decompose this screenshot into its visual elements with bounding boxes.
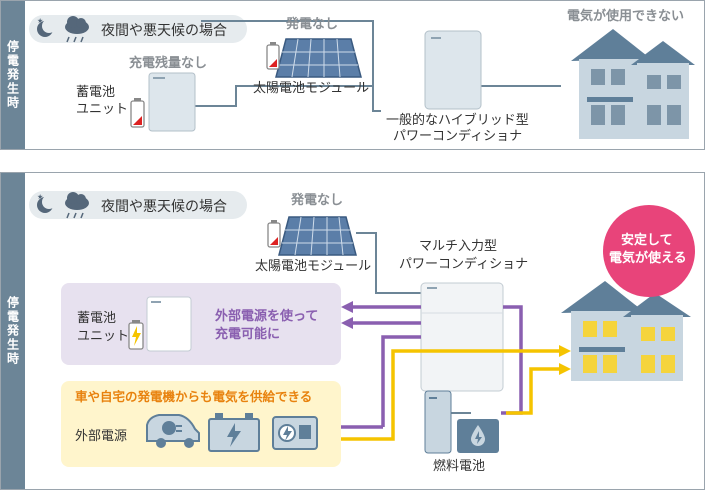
bottom-diagram: ★ [37, 192, 695, 454]
top-battery-label-1: 蓄電池 [76, 85, 116, 100]
bottom-night-label: 夜間や悪天候の場合 [101, 199, 227, 215]
rain-cloud-icon-2 [65, 192, 89, 219]
charge-note-1: 外部電源を使って [215, 309, 319, 324]
top-side-label: 停電発生時 [1, 1, 25, 149]
top-no-generation: 発電なし [286, 17, 339, 32]
top-panel: 停電発生時 夜間や悪天候の場合 ★ [0, 0, 705, 150]
safe-power-badge [603, 205, 695, 297]
solar-battery-empty-icon [266, 42, 280, 70]
charge-note-2: 充電可能に [215, 327, 281, 342]
bottom-battery-label-1: 蓄電池 [77, 311, 117, 326]
battery-unit-icon [148, 72, 196, 132]
fuel-cell-label: 燃料電池 [433, 459, 486, 474]
rain-cloud-icon [65, 16, 89, 43]
top-pcs-label-1: 一般的なハイブリッド型 [386, 113, 529, 128]
car-plug-icon [146, 414, 200, 448]
top-pcs-label-2: パワーコンディショナ [393, 129, 523, 144]
hybrid-power-conditioner-icon [424, 30, 482, 110]
top-battery-label-2: ユニット [76, 102, 129, 117]
bottom-pcs-label-2: パワーコンディショナ [399, 257, 529, 272]
yellow-supply-lines [341, 349, 561, 441]
bottom-no-generation: 発電なし [291, 193, 344, 208]
svg-text:★: ★ [37, 17, 43, 25]
bottom-night-pill: 夜間や悪天候の場合 [29, 191, 247, 219]
generator-icon [272, 416, 318, 450]
safe-power-text-2: 電気が使える [609, 251, 687, 266]
bottom-solar-module-label: 太陽電池モジュール [255, 259, 372, 274]
supply-note: 車や自宅の発電機からも電気を供給できる [75, 389, 313, 404]
fuel-cell-icon [424, 390, 499, 454]
bottom-panel: 停電発生時 夜間や悪天候の場合 ★ [0, 172, 705, 490]
top-solar-module-label: 太陽電池モジュール [253, 81, 370, 96]
top-no-charge: 充電残量なし [129, 56, 208, 71]
top-night-label: 夜間や悪天候の場合 [101, 23, 227, 39]
solar-module-icon-2 [278, 216, 357, 256]
top-wiring [193, 20, 561, 112]
bottom-battery-label-2: ユニット [77, 329, 130, 344]
bottom-side-label: 停電発生時 [1, 173, 25, 489]
top-night-pill: 夜間や悪天候の場合 [29, 15, 247, 43]
car-battery-icon [208, 413, 260, 452]
lit-house-icon [561, 281, 691, 381]
moon-icon: ★ [37, 17, 56, 37]
battery-unit-icon-2 [146, 296, 192, 352]
bottom-pcs-label-1: マルチ入力型 [419, 239, 498, 254]
safe-power-text-1: 安定して [621, 233, 673, 248]
yellow-arrowheads [559, 345, 571, 375]
battery-charge-box [61, 283, 341, 365]
moon-icon-2: ★ [37, 193, 56, 213]
battery-charging-icon [128, 320, 144, 350]
solar-module-icon [275, 38, 362, 78]
house-icon [571, 29, 695, 139]
battery-empty-icon [130, 98, 145, 128]
top-no-power: 電気が使用できない [567, 9, 685, 24]
purple-arrowheads [341, 301, 353, 329]
solar-battery-empty-icon-2 [267, 220, 281, 248]
external-power-label: 外部電源 [75, 429, 128, 444]
multi-input-pcs-icon [420, 282, 504, 392]
svg-text:★: ★ [37, 193, 43, 201]
top-diagram: ★ [37, 16, 695, 139]
